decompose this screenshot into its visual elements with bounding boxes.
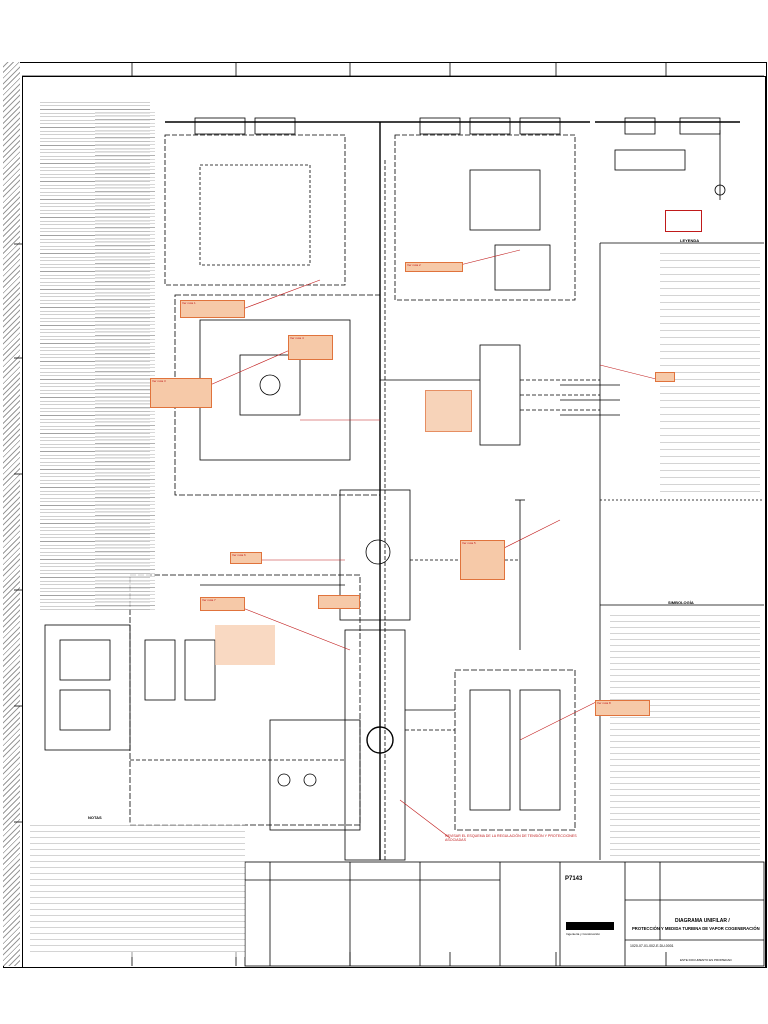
annotation-box-12 — [665, 210, 702, 232]
reference-list-right — [95, 110, 155, 610]
annotation-box-1: Ver nota 1 — [180, 300, 245, 318]
annotation-box-8: Ver nota 8 — [595, 700, 650, 716]
symbology-header: SIMBOLOGÍA — [668, 600, 694, 605]
review-annotation: REVISAR EL ESQUEMA DE LA REGULACIÓN DE T… — [445, 834, 577, 842]
notes-header: NOTAS — [88, 815, 102, 820]
annotation-box-7: Ver nota 7 — [200, 597, 245, 611]
annotation-box-4: Ver nota 4 — [288, 335, 333, 360]
annotation-box-9 — [215, 625, 275, 665]
legend-text — [660, 250, 760, 495]
legend-header: LEYENDA — [680, 238, 700, 243]
annotation-box-11 — [425, 390, 472, 432]
inner-frame — [22, 76, 766, 968]
document-number: 1020-07-01-002-E-DU-0001 — [630, 944, 674, 948]
annotation-box-2: Ver nota 2 — [405, 262, 463, 272]
annotation-box-13 — [655, 372, 675, 382]
notes-text — [30, 822, 245, 957]
hatched-margin — [3, 62, 20, 966]
footer-text: ESTE DOCUMENTO ES PROPIEDAD — [680, 958, 732, 962]
company-line: Ingeniería y Construcción — [566, 932, 601, 936]
drawing-title-line2: PROTECCIÓN Y MEDIDA TURBINA DE VAPOR COG… — [632, 926, 760, 931]
symbology-text — [610, 612, 760, 857]
company-logo — [566, 922, 614, 930]
reference-list — [40, 100, 150, 610]
annotation-box-6: Ver nota 6 — [230, 552, 262, 564]
project-code: P7143 — [565, 876, 583, 882]
annotation-box-10 — [318, 595, 360, 609]
annotation-box-5: Ver nota 5 — [460, 540, 505, 580]
drawing-title-line1: DIAGRAMA UNIFILAR / — [675, 918, 730, 924]
annotation-box-3: Ver nota 3 — [150, 378, 212, 408]
